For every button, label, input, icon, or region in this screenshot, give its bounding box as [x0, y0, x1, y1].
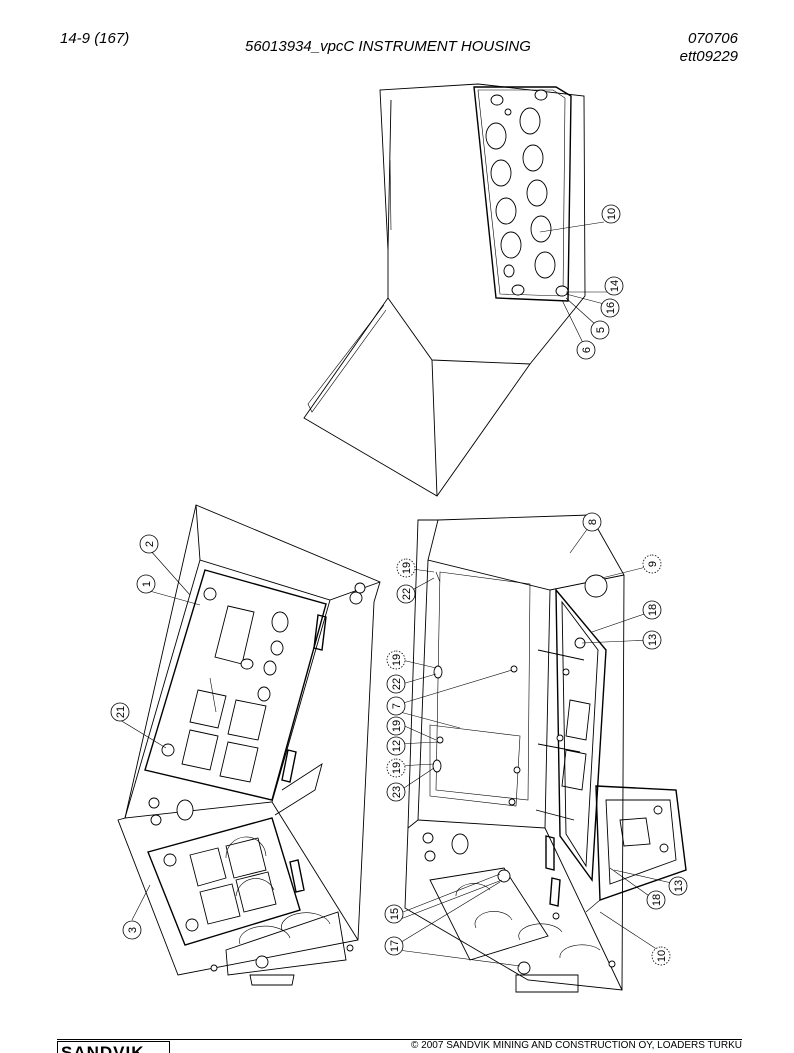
- document-title: 56013934_vpcC INSTRUMENT HOUSING: [245, 38, 531, 55]
- callout-label: 23: [391, 786, 403, 798]
- callout-label: 22: [391, 678, 403, 690]
- callout-23: 23: [386, 782, 406, 802]
- callout-label: 22: [401, 588, 413, 600]
- callout-label: 19: [391, 654, 403, 666]
- callout-5: 5: [590, 320, 610, 340]
- callout-22: 22: [396, 584, 416, 604]
- callout-label: 13: [647, 634, 659, 646]
- copyright-notice: © 2007 SANDVIK MINING AND CONSTRUCTION O…: [411, 1040, 742, 1051]
- callout-label: 10: [656, 950, 668, 962]
- callout-13: 13: [668, 876, 688, 896]
- callout-9: 9: [642, 554, 662, 574]
- callout-10: 10: [651, 946, 671, 966]
- callout-label: 5: [595, 327, 607, 333]
- top-cover-assembly: [303, 83, 586, 497]
- callout-label: 21: [115, 706, 127, 718]
- callout-label: 13: [673, 880, 685, 892]
- callout-17: 17: [384, 936, 404, 956]
- callout-2: 2: [139, 534, 159, 554]
- screw-icon: [534, 89, 548, 101]
- callout-label: 9: [647, 561, 659, 567]
- document-codes: 070706 ett09229: [680, 30, 738, 66]
- callout-label: 3: [127, 927, 139, 933]
- callout-label: 10: [606, 208, 618, 220]
- callout-label: 16: [605, 302, 617, 314]
- callout-label: 14: [609, 280, 621, 292]
- callout-7: 7: [386, 696, 406, 716]
- callout-19: 19: [386, 650, 406, 670]
- callout-label: 18: [651, 894, 663, 906]
- callout-8: 8: [582, 512, 602, 532]
- left-housing-assembly: [117, 504, 381, 986]
- callout-19: 19: [396, 558, 416, 578]
- callout-label: 8: [587, 519, 599, 525]
- callout-10: 10: [601, 204, 621, 224]
- callout-6: 6: [576, 340, 596, 360]
- callout-1: 1: [136, 574, 156, 594]
- callout-label: 19: [401, 562, 413, 574]
- screw-icon: [511, 284, 525, 296]
- callout-12: 12: [386, 736, 406, 756]
- drawing-code: ett09229: [679, 48, 738, 65]
- screw-icon: [490, 94, 504, 106]
- callout-19: 19: [386, 758, 406, 778]
- callout-18: 18: [646, 890, 666, 910]
- logo-text: SANDVIK: [61, 1043, 145, 1053]
- footer-divider: [57, 1039, 742, 1040]
- callout-label: 18: [647, 604, 659, 616]
- callout-label: 2: [144, 541, 156, 547]
- page-number: 14-9 (167): [60, 30, 130, 47]
- callout-22: 22: [386, 674, 406, 694]
- callout-label: 1: [141, 581, 153, 587]
- callout-label: 19: [391, 762, 403, 774]
- screw-icon: [555, 285, 569, 297]
- sandvik-logo: SANDVIK: [57, 1041, 170, 1053]
- callout-16: 16: [600, 298, 620, 318]
- callout-label: 6: [581, 347, 593, 353]
- callout-14: 14: [604, 276, 624, 296]
- callout-18: 18: [642, 600, 662, 620]
- callout-label: 15: [389, 908, 401, 920]
- callout-label: 7: [391, 703, 403, 709]
- callout-13: 13: [642, 630, 662, 650]
- callout-label: 17: [389, 940, 401, 952]
- callout-15: 15: [384, 904, 404, 924]
- callout-3: 3: [122, 920, 142, 940]
- callout-21: 21: [110, 702, 130, 722]
- right-housing-assembly: [404, 514, 687, 993]
- date-code: 070706: [687, 30, 738, 47]
- callout-label: 12: [391, 740, 403, 752]
- callout-19: 19: [386, 716, 406, 736]
- callout-label: 19: [391, 720, 403, 732]
- callouts: 10 14 16 5 6 2 1 21 3 8 9 18 13 19 22 19…: [110, 204, 688, 966]
